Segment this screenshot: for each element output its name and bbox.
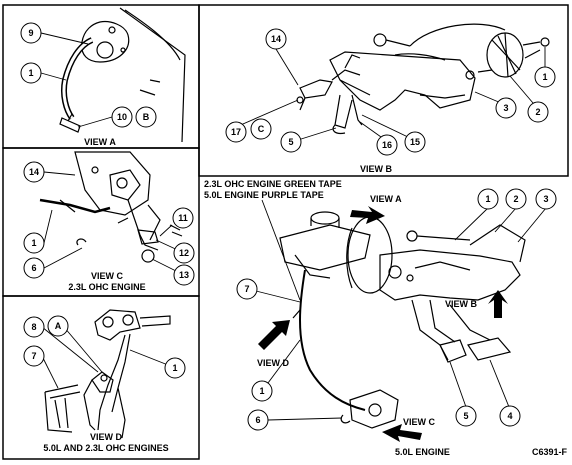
callout-3: 3 xyxy=(535,188,557,210)
svg-text:1: 1 xyxy=(172,363,177,373)
figure-code: C6391-F xyxy=(532,447,568,457)
svg-text:8: 8 xyxy=(31,322,36,332)
view-b-drawing xyxy=(296,23,550,135)
callout-C: C xyxy=(250,118,272,140)
callout-6: 6 xyxy=(23,257,45,279)
svg-text:1: 1 xyxy=(485,194,490,204)
callout-1: 1 xyxy=(164,357,186,379)
svg-text:6: 6 xyxy=(255,415,260,425)
svg-text:2: 2 xyxy=(535,107,540,117)
callout-10: 10 xyxy=(111,106,133,128)
view-b-frame xyxy=(198,4,569,177)
view-c-clip xyxy=(76,238,155,263)
callout-1: 1 xyxy=(477,188,499,210)
callout-A: A xyxy=(47,315,69,337)
svg-text:15: 15 xyxy=(410,137,420,147)
view-a-caption: VIEW A xyxy=(84,137,116,147)
view-b-caption: VIEW B xyxy=(360,164,393,174)
svg-text:14: 14 xyxy=(29,167,39,177)
svg-text:10: 10 xyxy=(117,112,127,122)
svg-text:1: 1 xyxy=(31,238,36,248)
view-c-pointer-arrow xyxy=(382,424,422,442)
svg-text:6: 6 xyxy=(31,263,36,273)
view-a-pointer-arrow xyxy=(350,206,385,224)
view-d-subcaption: 5.0L AND 2.3L OHC ENGINES xyxy=(43,443,168,453)
callout-4: 4 xyxy=(499,405,521,427)
svg-text:9: 9 xyxy=(28,28,33,38)
callout-8: 8 xyxy=(23,316,45,338)
callout-14: 14 xyxy=(265,28,287,50)
svg-text:5: 5 xyxy=(288,137,293,147)
view-d-drawing xyxy=(44,309,171,439)
svg-text:4: 4 xyxy=(507,411,512,421)
svg-text:A: A xyxy=(55,321,62,331)
svg-text:5: 5 xyxy=(463,411,468,421)
svg-text:7: 7 xyxy=(244,284,249,294)
callout-3: 3 xyxy=(495,97,517,119)
view-b-leaders xyxy=(235,47,546,143)
svg-text:1: 1 xyxy=(259,386,264,396)
view-c-caption: VIEW C xyxy=(91,271,124,281)
view-c-subcaption: 2.3L OHC ENGINE xyxy=(68,282,145,292)
callout-7: 7 xyxy=(236,278,258,300)
callout-1: 1 xyxy=(534,66,556,88)
svg-text:3: 3 xyxy=(503,103,508,113)
callout-2: 2 xyxy=(505,188,527,210)
callout-12: 12 xyxy=(173,242,195,264)
view-c-drawing xyxy=(39,151,183,251)
callout-1: 1 xyxy=(20,62,42,84)
callout-17: 17 xyxy=(225,121,247,143)
svg-text:12: 12 xyxy=(179,248,189,258)
tape-note-leader xyxy=(261,199,301,301)
main-caption: 5.0L ENGINE xyxy=(395,447,450,457)
callout-B: B xyxy=(135,106,157,128)
view-d-pointer-label: VIEW D xyxy=(257,358,290,368)
svg-text:1: 1 xyxy=(28,68,33,78)
svg-text:14: 14 xyxy=(271,34,281,44)
callout-2: 2 xyxy=(527,101,549,123)
view-a-leaders xyxy=(40,32,113,128)
view-a-pointer-label: VIEW A xyxy=(370,194,402,204)
svg-text:17: 17 xyxy=(231,127,241,137)
svg-text:13: 13 xyxy=(179,270,189,280)
tape-note-purple: 5.0L ENGINE PURPLE TAPE xyxy=(204,190,324,200)
svg-text:1: 1 xyxy=(542,72,547,82)
callout-9: 9 xyxy=(20,22,42,44)
callout-5: 5 xyxy=(455,405,477,427)
callout-1: 1 xyxy=(23,232,45,254)
svg-text:B: B xyxy=(143,112,150,122)
callout-1: 1 xyxy=(251,380,273,402)
callout-15: 15 xyxy=(404,131,426,153)
view-c-pointer-label: VIEW C xyxy=(403,417,436,427)
view-d-caption: VIEW D xyxy=(90,432,123,442)
view-c-leaders xyxy=(43,171,183,275)
callout-13: 13 xyxy=(173,264,195,286)
view-b-pointer-label: VIEW B xyxy=(445,299,478,309)
callout-5: 5 xyxy=(280,131,302,153)
callout-11: 11 xyxy=(172,207,194,229)
svg-text:2: 2 xyxy=(513,194,518,204)
callout-7: 7 xyxy=(23,345,45,367)
view-d-frame xyxy=(2,295,200,460)
svg-text:C: C xyxy=(258,124,265,134)
svg-text:3: 3 xyxy=(543,194,548,204)
svg-text:16: 16 xyxy=(382,140,392,150)
main-drawing xyxy=(279,211,526,429)
view-d-leaders xyxy=(41,326,169,389)
callout-16: 16 xyxy=(376,134,398,156)
callout-14: 14 xyxy=(23,161,45,183)
tape-note-green: 2.3L OHC ENGINE GREEN TAPE xyxy=(204,179,342,189)
view-d-pointer-arrow xyxy=(258,320,290,350)
svg-text:11: 11 xyxy=(178,213,188,223)
callout-6: 6 xyxy=(247,409,269,431)
main-leaders xyxy=(255,207,547,421)
svg-text:7: 7 xyxy=(31,351,36,361)
view-b-pointer-arrow xyxy=(488,290,508,318)
